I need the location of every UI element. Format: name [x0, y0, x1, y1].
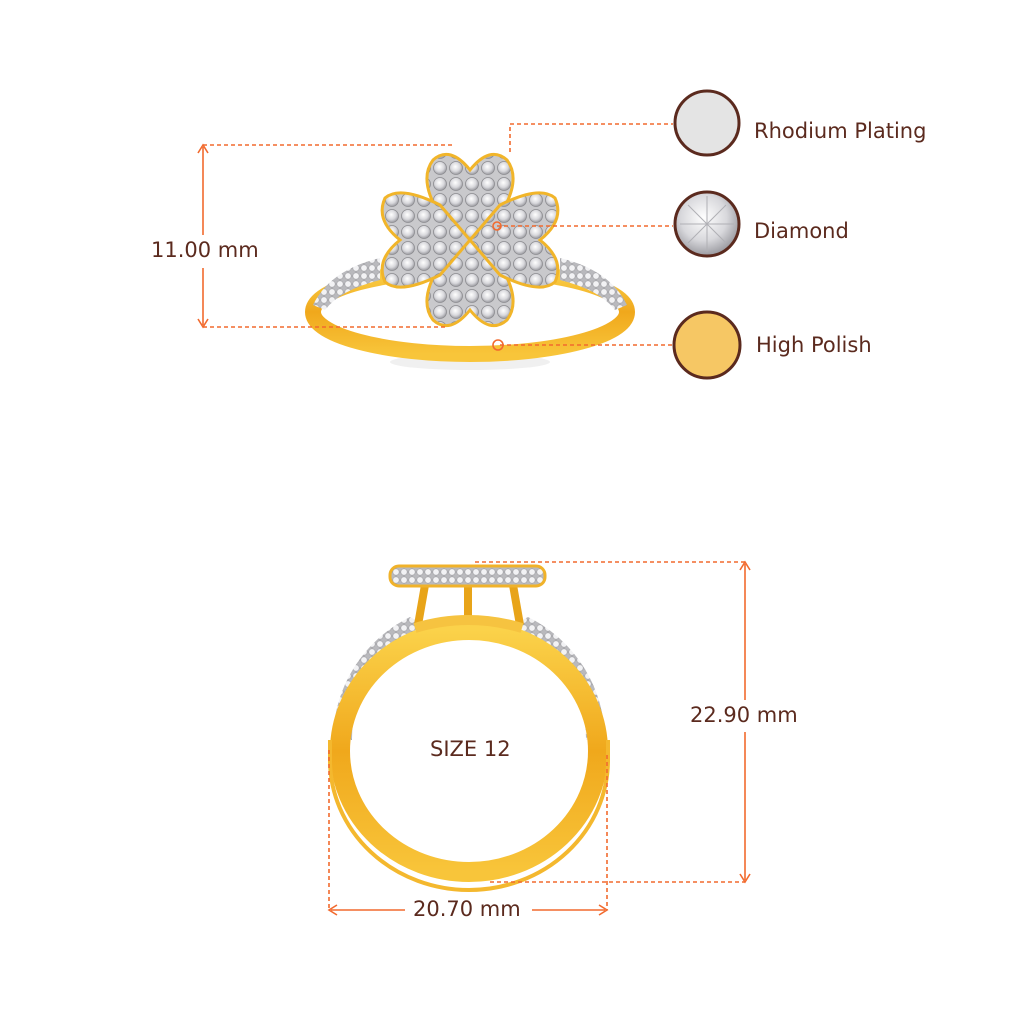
- dimension-guides: [197, 123, 751, 916]
- ring-size-label: SIZE 12: [430, 737, 511, 761]
- ring-top-view: [305, 152, 635, 370]
- polish-swatch-icon: [672, 310, 742, 380]
- material-label-rhodium: Rhodium Plating: [754, 119, 927, 143]
- material-label-polish: High Polish: [756, 333, 872, 357]
- rhodium-swatch-icon: [673, 89, 741, 157]
- ring-front-view: [328, 564, 610, 892]
- material-label-diamond: Diamond: [754, 219, 849, 243]
- front-width-label: 20.70 mm: [413, 897, 521, 921]
- flower-head: [380, 152, 560, 328]
- diamond-swatch-icon: [673, 190, 741, 258]
- top-height-label: 11.00 mm: [151, 238, 259, 262]
- front-height-label: 22.90 mm: [690, 703, 798, 727]
